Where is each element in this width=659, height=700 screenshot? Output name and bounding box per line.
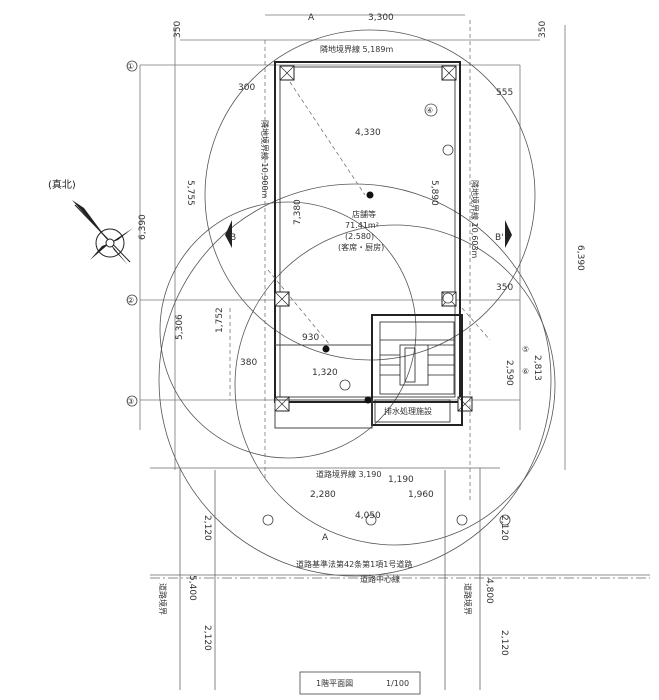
- boundary-road: 道路境界線 3,190: [316, 469, 381, 479]
- dim-555: 555: [496, 88, 513, 98]
- road-name: 道路基準法第42条第1項1号道路: [296, 559, 412, 569]
- dim-1320: 1,320: [312, 368, 338, 378]
- dim-h-left-2: 5,306: [175, 314, 185, 340]
- room-name: 店舗等: [352, 209, 376, 219]
- marker-1: ①: [127, 62, 134, 71]
- boundary-right: 隣地境界線 10,603m: [470, 180, 480, 259]
- dim-h-room-r: 5,890: [429, 180, 439, 206]
- marker-2: ②: [127, 296, 134, 305]
- dim-380: 380: [240, 358, 257, 368]
- marker-6: ⑥: [522, 367, 529, 376]
- north-label: (真北): [48, 178, 76, 191]
- boundary-top: 隣地境界線 5,189m: [320, 44, 393, 54]
- boundary-left: 隣地境界線 10,900m: [260, 120, 270, 199]
- dim-1190: 1,190: [388, 475, 414, 485]
- dim-300-top: 300: [238, 83, 255, 93]
- dim-inner-w: 4,330: [355, 128, 381, 138]
- section-bp: B': [495, 233, 504, 243]
- dim-1960: 1,960: [408, 490, 434, 500]
- dim-h-room: 7,380: [293, 199, 303, 225]
- dim-lower-r2: 2,120: [499, 630, 509, 656]
- dim-lower-l: 2,120: [202, 515, 212, 541]
- dim-2813: 2,813: [532, 355, 542, 381]
- section-a-top: A: [308, 13, 315, 23]
- dim-total-h-left: 6,390: [138, 214, 148, 240]
- room-sub: (2.580): [345, 232, 374, 241]
- marker-5: ⑤: [522, 345, 529, 354]
- dim-lower-r-m: 4,800: [484, 578, 494, 604]
- marker-3: ③: [127, 397, 134, 406]
- room-area: 71.41m²: [345, 221, 379, 230]
- dim-4050: 4,050: [355, 511, 381, 521]
- dim-top-c: 350: [538, 21, 548, 38]
- north-arrow: [72, 200, 133, 265]
- dim-lower-r: 2,120: [499, 515, 509, 541]
- room-equipment: 排水処理施設: [384, 406, 432, 416]
- dim-top-a: 3,300: [368, 13, 394, 23]
- dim-h-right-total: 6,390: [575, 245, 585, 271]
- dim-1752: 1,752: [215, 307, 225, 333]
- title-block-title: 1階平面図: [316, 678, 353, 688]
- road-center: 道路中心線: [360, 574, 400, 584]
- dim-top-b: 350: [173, 21, 183, 38]
- dim-2280: 2,280: [310, 490, 336, 500]
- dim-350-r: 350: [496, 283, 513, 293]
- dim-lower-l2: 2,120: [202, 625, 212, 651]
- room-note: (客席・厨房): [338, 242, 384, 252]
- section-b: B: [230, 233, 236, 243]
- title-block-scale: 1/100: [386, 679, 409, 688]
- marker-4: ④: [426, 106, 433, 115]
- dim-h-left-1: 5,755: [185, 180, 195, 206]
- dim-lower-m: 5,400: [187, 575, 197, 601]
- section-a-bottom: A: [322, 533, 329, 543]
- dim-930: 930: [302, 333, 319, 343]
- road-side-right: 道路境界: [463, 583, 473, 615]
- road-side-left: 道路境界: [158, 583, 168, 615]
- dim-2590: 2,590: [504, 360, 514, 386]
